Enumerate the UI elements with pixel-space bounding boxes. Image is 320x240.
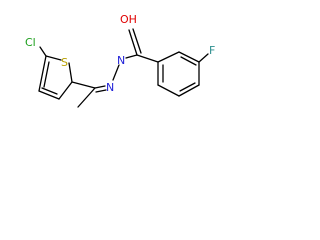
bond-thiophene-c4-c5 [38, 55, 47, 92]
bond-c-f [198, 53, 209, 63]
atom-cl: Cl [25, 36, 36, 49]
bond-c-n-double-2 [95, 89, 107, 93]
bond-n-carbonyl [125, 54, 138, 59]
bond-thiophene-c3-c4-double [41, 87, 58, 95]
bond-thiophene-c4-c5-double [43, 61, 50, 88]
bond-cl-c [39, 46, 47, 57]
atom-f: F [209, 44, 215, 57]
bond-thiophene-c2-c3 [58, 81, 73, 100]
atom-h: H [129, 13, 137, 26]
bond-benzene-2-double [180, 56, 197, 66]
bond-n-n [112, 64, 120, 81]
bond-thiophene-c3-c4 [38, 90, 60, 100]
atom-o-h: OH [120, 13, 137, 26]
atom-labels: Cl S OH N N F [25, 13, 215, 94]
atom-s: S [61, 56, 68, 69]
bond-c-n-double-1 [94, 85, 106, 89]
bond-lines [38, 28, 209, 108]
atom-n2: N [106, 81, 114, 94]
bond-benzene-2 [178, 51, 200, 63]
bond-benzene-4 [178, 84, 200, 97]
bond-thiophene-imine-c [71, 81, 96, 89]
bond-carbonyl-benzene [136, 54, 159, 63]
bond-benzene-4-double [179, 82, 196, 92]
bond-benzene-1 [157, 51, 180, 63]
bond-c-o-double-2 [132, 28, 142, 54]
bond-methyl [77, 87, 96, 108]
atom-n1: N [117, 54, 125, 67]
atom-o: O [120, 13, 129, 26]
bond-thiophene-c5-s [45, 55, 62, 61]
molecule-structure: Cl S OH N N F [25, 13, 215, 108]
bond-c-o-double-1 [128, 29, 138, 56]
bond-benzene-5 [157, 84, 180, 97]
bond-thiophene-s-c2 [68, 62, 73, 83]
